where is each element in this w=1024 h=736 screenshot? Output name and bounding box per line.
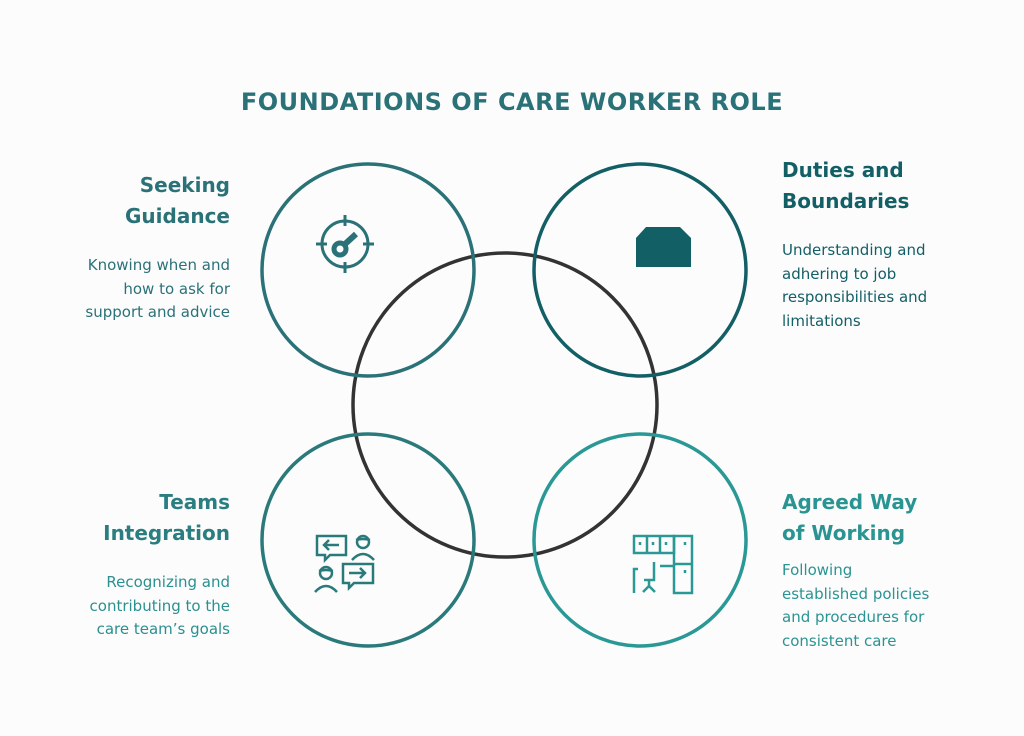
desc-line: how to ask for xyxy=(123,279,230,298)
desc-line: responsibilities and xyxy=(782,288,928,306)
heading-line: Duties and xyxy=(782,158,904,182)
section-description: Following established policies and procedu… xyxy=(782,559,972,653)
heading-line: Seeking xyxy=(139,173,230,197)
circle-teams-integration xyxy=(260,432,476,648)
section-description: Knowing when and how to ask for support an… xyxy=(40,254,230,325)
heading-line: Agreed Way xyxy=(782,490,918,514)
desc-line: consistent care xyxy=(782,631,897,650)
heading-line: Teams xyxy=(159,490,230,514)
section-description: Understanding and adhering to job responsi… xyxy=(782,239,972,333)
heading-line: Boundaries xyxy=(782,189,910,213)
desc-line: care team’s goals xyxy=(96,620,230,638)
desc-line: and procedures for xyxy=(782,608,925,626)
section-description: Recognizing and contributing to the care t… xyxy=(40,571,230,642)
section-agreed-way-of-working: Agreed Way of Working Following establishe… xyxy=(782,487,972,653)
desc-line: adhering to job xyxy=(782,264,897,283)
heading-line: Guidance xyxy=(125,204,230,228)
circle-seeking-guidance xyxy=(260,162,476,378)
heading-line: of Working xyxy=(782,521,906,545)
desc-line: limitations xyxy=(782,311,861,330)
boundary-shape-icon xyxy=(636,227,691,267)
center-circle xyxy=(351,251,659,559)
desc-line: Following xyxy=(782,561,853,579)
desc-line: established policies xyxy=(782,584,930,603)
desc-line: Knowing when and xyxy=(87,256,230,274)
desc-line: Understanding and xyxy=(782,241,926,259)
section-heading: Agreed Way of Working xyxy=(782,487,972,549)
desc-line: contributing to the xyxy=(89,596,230,615)
circle-duties-boundaries xyxy=(532,162,748,378)
desc-line: support and advice xyxy=(85,303,230,321)
circle-agreed-way xyxy=(532,432,748,648)
desc-line: Recognizing and xyxy=(106,573,230,591)
heading-line: Integration xyxy=(103,521,230,545)
team-communication-icon xyxy=(314,534,375,593)
target-key-icon xyxy=(316,215,374,273)
diagram-title: FOUNDATIONS OF CARE WORKER ROLE xyxy=(240,88,784,116)
office-workspace-icon xyxy=(632,534,694,595)
